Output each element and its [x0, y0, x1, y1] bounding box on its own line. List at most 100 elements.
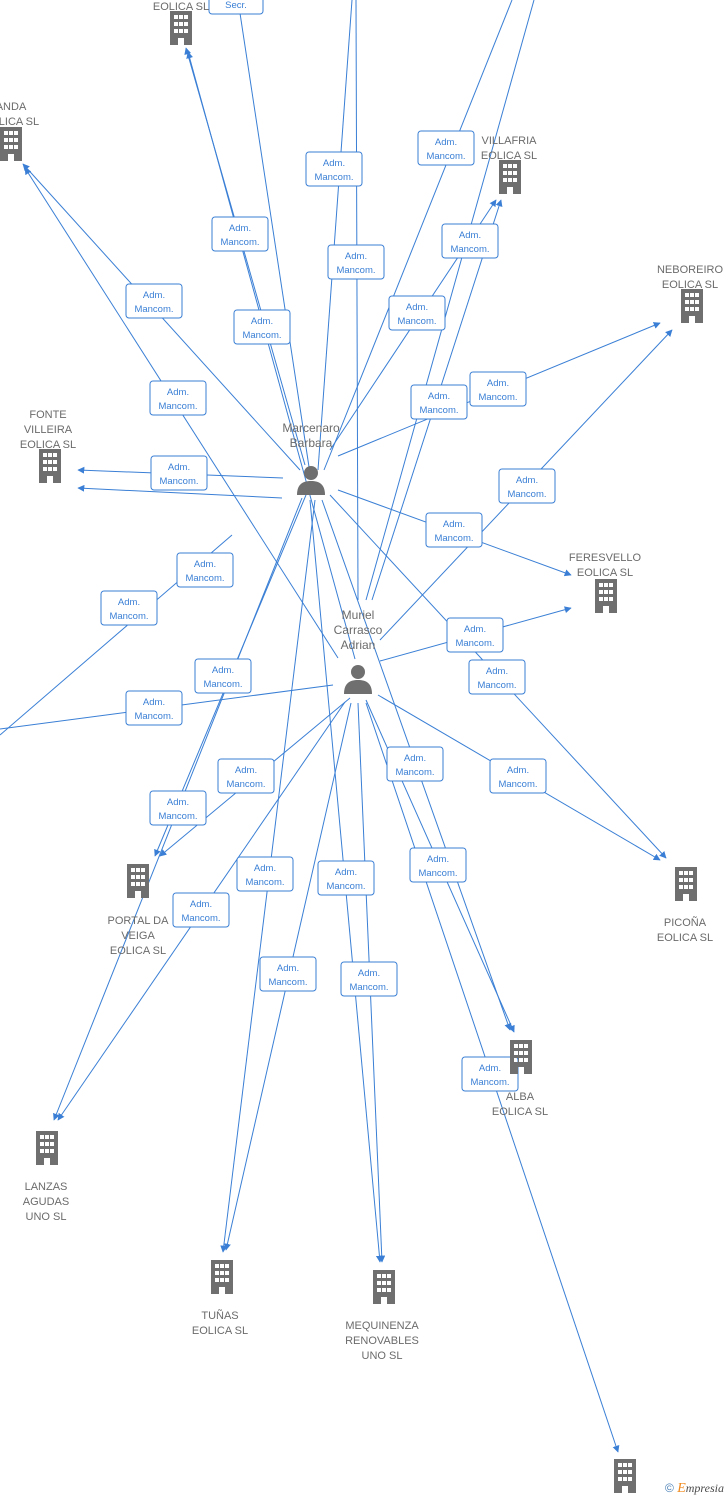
brand-logo-e: E [677, 1481, 686, 1496]
relation-label-box [194, 658, 252, 694]
relation-label[interactable]: Adm. Mancom. [340, 961, 398, 997]
company-node-top_left[interactable]: EOLICA SL [153, 1, 209, 45]
relation-label[interactable]: Adm.Mancom. [469, 371, 527, 407]
company-node-bottom_right[interactable] [614, 1459, 636, 1493]
relation-label[interactable]: Adm.Mancom. [417, 130, 475, 166]
relation-label[interactable]: Adm. Mancom. [233, 309, 291, 345]
relation-label-line2: Mancom. [242, 330, 281, 341]
relation-label-box [305, 151, 363, 187]
relation-label-line2: Mancom. [159, 476, 198, 487]
relation-edge [237, 0, 312, 481]
relation-label-line1: Adm. [323, 158, 345, 169]
relation-label-line1: Adm. [194, 559, 216, 570]
company-node-villafria[interactable]: VILLAFRIA EOLICA SL [481, 135, 537, 194]
person-name-line: Marcenaro [282, 421, 340, 435]
relation-label[interactable]: Adm.Mancom. [425, 512, 483, 548]
relation-label-box [498, 468, 556, 504]
relation-label[interactable]: Adm.Mancom. [125, 283, 183, 319]
relation-label-line2: Mancom. [268, 977, 307, 988]
relation-label-line2: Mancom. [185, 573, 224, 584]
relation-label-box [236, 856, 294, 892]
company-node-anda[interactable]: ANDAEOLICA SL [0, 101, 39, 161]
relation-label-secr[interactable]: Secr. [208, 0, 264, 15]
relation-label[interactable]: Adm.Mancom. [100, 590, 158, 626]
relation-label-line1: Adm. [143, 290, 165, 301]
company-name-line: ALBA [506, 1091, 535, 1103]
relation-label-line1: Adm. [464, 624, 486, 635]
relation-label-box [259, 956, 317, 992]
relation-label[interactable]: Adm.Mancom. [468, 659, 526, 695]
relation-label-line1: Adm. [479, 1063, 501, 1074]
relation-label[interactable]: Adm.Mancom. [149, 790, 207, 826]
relation-label-box [461, 1056, 519, 1092]
relation-label-line1: Adm. [118, 597, 140, 608]
relation-label[interactable]: Adm. Mancom. [176, 552, 234, 588]
relation-label-line1: Adm. [335, 867, 357, 878]
relation-label[interactable]: Adm.Mancom. [441, 223, 499, 259]
relation-label[interactable]: Adm.Mancom. [461, 1056, 519, 1092]
relation-label[interactable]: Adm.Mancom. [149, 380, 207, 416]
company-name-line: VILLEIRA [24, 424, 73, 436]
company-name-line: RENOVABLES [345, 1335, 419, 1347]
relation-label-line2: Mancom. [477, 680, 516, 691]
relation-label-line1: Adm. [251, 316, 273, 327]
relation-label[interactable]: Adm. Mancom. [446, 617, 504, 653]
company-name-line: VILLAFRIA [481, 135, 537, 147]
building-icon [170, 11, 192, 45]
company-name-line: EOLICA SL [0, 116, 39, 128]
relation-label-box [150, 455, 208, 491]
relation-label[interactable]: Adm.Mancom. [172, 892, 230, 928]
relation-edge [317, 0, 353, 471]
relation-label-line1: Adm. [358, 968, 380, 979]
relation-label-line2: Mancom. [455, 638, 494, 649]
relation-label[interactable]: Adm.Mancom. [305, 151, 363, 187]
company-name-line: EOLICA SL [481, 150, 537, 162]
relation-label[interactable]: Adm.Mancom. [409, 847, 467, 883]
relation-label[interactable]: Adm.Mancom. [327, 244, 385, 280]
relation-label-line2: Mancom. [220, 237, 259, 248]
company-name-line: TUÑAS [201, 1309, 238, 1322]
relation-label[interactable]: Adm.Mancom. [386, 746, 444, 782]
relation-label[interactable]: Adm.Mancom. [388, 295, 446, 331]
relation-label-line2: Mancom. [478, 392, 517, 403]
relation-label-box [233, 309, 291, 345]
relation-label[interactable]: Adm.Mancom. [194, 658, 252, 694]
relation-label-box [386, 746, 444, 782]
relation-label[interactable]: Adm.Mancom. [259, 956, 317, 992]
relation-label[interactable]: Adm.Mancom. [410, 384, 468, 420]
relation-label-box [125, 690, 183, 726]
relation-label[interactable]: Adm.Mancom. [211, 216, 269, 252]
relation-edge [323, 0, 513, 471]
person-name-line: Adrian [341, 638, 376, 652]
relation-label[interactable]: Adm.Mancom. [317, 860, 375, 896]
company-name-line: EOLICA SL [662, 279, 718, 291]
relation-edge [77, 484, 283, 499]
relation-label[interactable]: Adm.Mancom. [489, 758, 547, 794]
building-icon [39, 449, 61, 483]
relation-label-line2: Mancom. [349, 982, 388, 993]
company-name-line: PICOÑA [664, 916, 707, 929]
relation-label[interactable]: Adm.Mancom. [236, 856, 294, 892]
relation-label-box [468, 659, 526, 695]
edge-layer [0, 0, 673, 1453]
building-icon [127, 864, 149, 898]
relation-label[interactable]: Adm.Mancom. [150, 455, 208, 491]
relation-label[interactable]: Adm.Mancom. [498, 468, 556, 504]
building-icon [373, 1270, 395, 1304]
relation-label[interactable]: Adm.Mancom. [217, 758, 275, 794]
relation-label[interactable]: Adm.Mancom. [125, 690, 183, 726]
footer-brand[interactable]: © Empresia [665, 1481, 724, 1497]
company-name-line: MEQUINENZA [345, 1320, 419, 1332]
